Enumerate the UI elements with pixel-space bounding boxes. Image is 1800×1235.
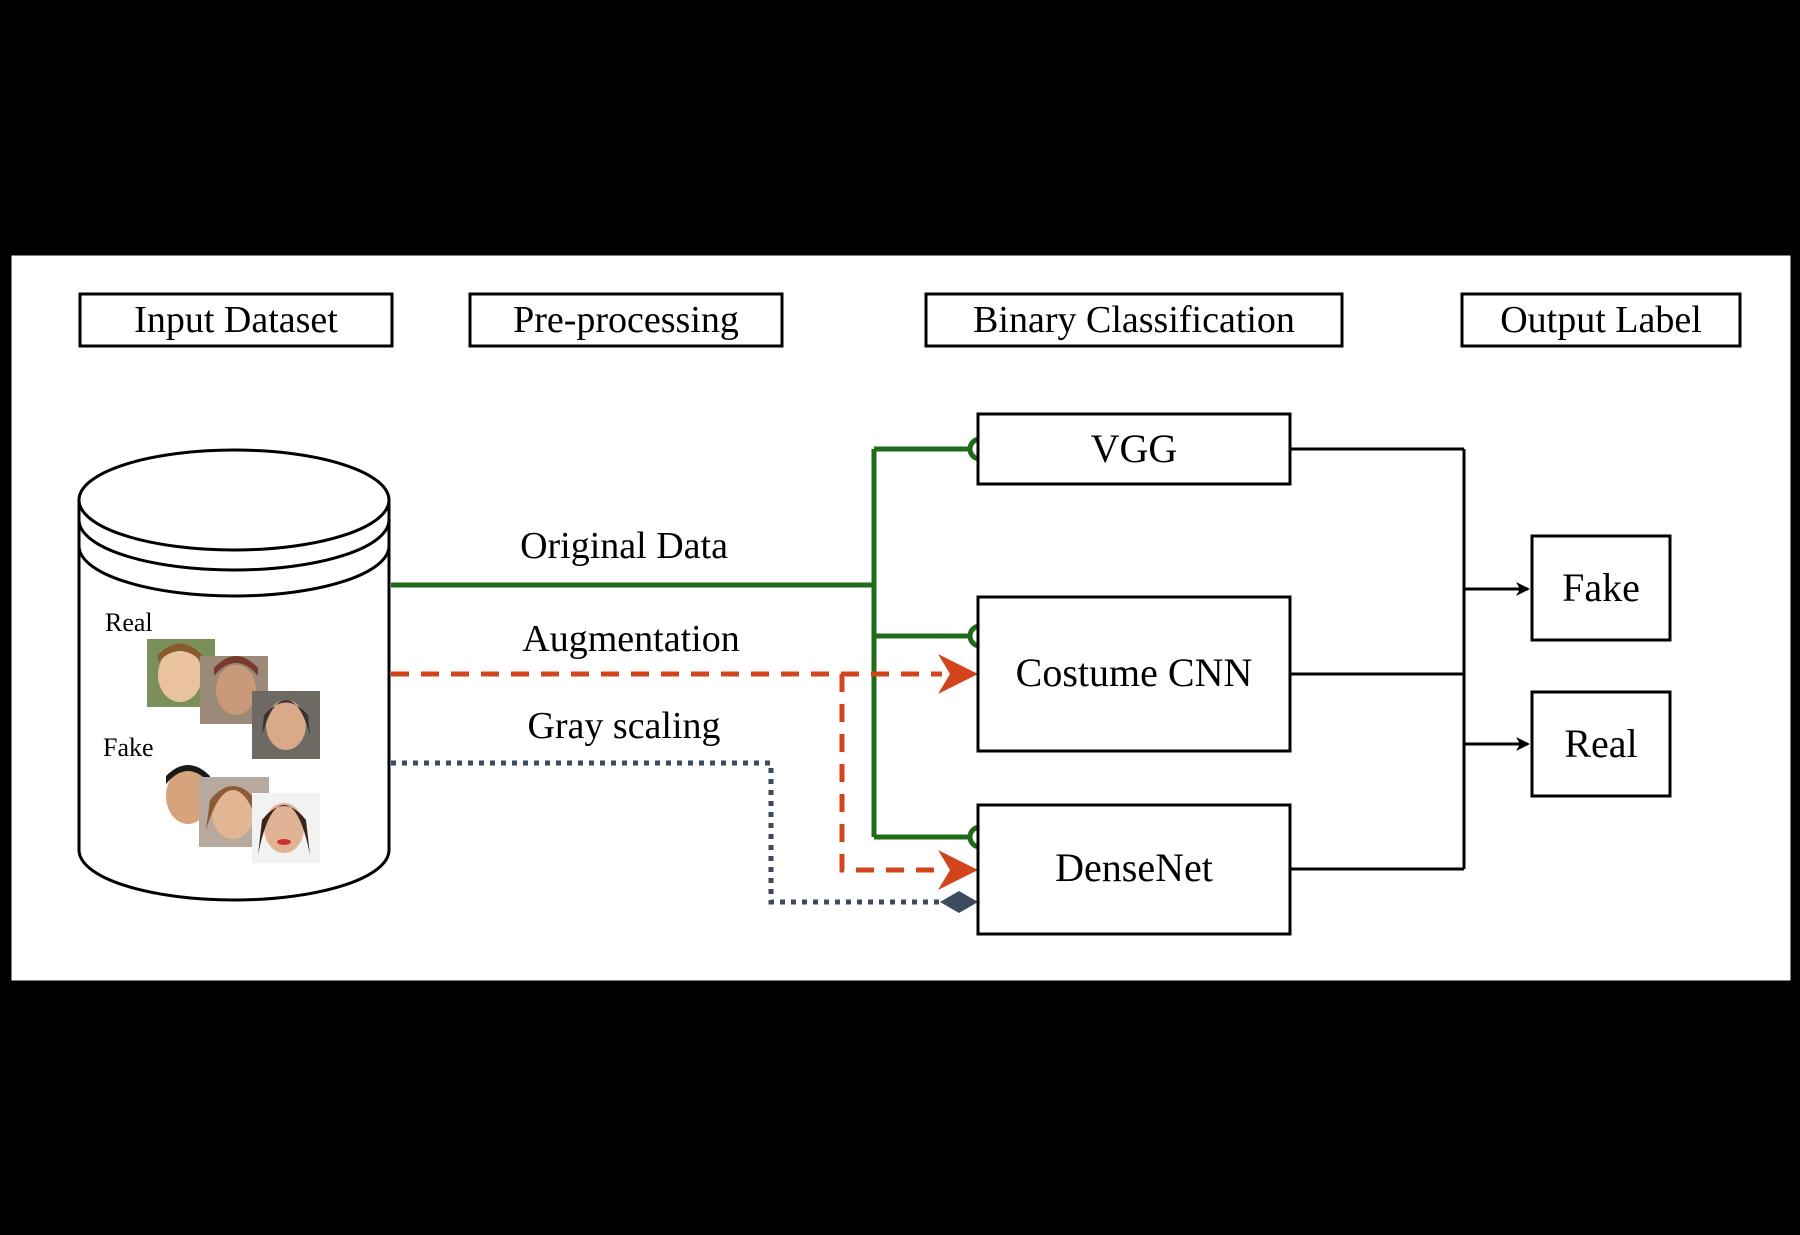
real-face-icon-3	[252, 691, 320, 759]
stage-header-input: Input Dataset	[78, 292, 394, 348]
gray-scaling-diamond-icon	[940, 891, 978, 913]
model-vgg-label: VGG	[1091, 426, 1178, 471]
output-real-label: Real	[1564, 721, 1637, 766]
output-fake: Fake	[1530, 534, 1672, 642]
stage-title-output: Output Label	[1500, 299, 1702, 341]
flow-label-gray: Gray scaling	[527, 705, 720, 747]
augmentation-connector	[391, 671, 942, 873]
fake-face-icon-3	[252, 793, 320, 863]
stage-header-classification: Binary Classification	[924, 292, 1344, 348]
original-data-connector	[391, 446, 969, 840]
augmentation-arrow-densenet-icon	[938, 850, 978, 890]
stage-header-preprocessing: Pre-processing	[468, 292, 784, 348]
flow-label-original: Original Data	[520, 525, 728, 567]
flow-label-augmentation: Augmentation	[522, 618, 739, 660]
output-real: Real	[1530, 690, 1672, 798]
model-vgg: VGG	[976, 412, 1292, 486]
dataset-real-label: Real	[105, 608, 153, 637]
model-densenet-label: DenseNet	[1055, 845, 1213, 890]
stage-title-input: Input Dataset	[134, 299, 338, 341]
stage-header-output: Output Label	[1460, 292, 1742, 348]
stage-title-preprocessing: Pre-processing	[513, 299, 739, 341]
output-fake-label: Fake	[1562, 565, 1640, 610]
model-custom-cnn-label: Costume CNN	[1016, 650, 1253, 695]
dataset-fake-label: Fake	[103, 733, 154, 762]
model-custom-cnn: Costume CNN	[976, 595, 1292, 753]
output-connector	[1290, 447, 1530, 871]
stage-title-classification: Binary Classification	[973, 299, 1295, 341]
model-densenet: DenseNet	[976, 803, 1292, 936]
augmentation-arrow-cnn-icon	[938, 654, 978, 694]
gray-scaling-connector	[391, 760, 940, 905]
